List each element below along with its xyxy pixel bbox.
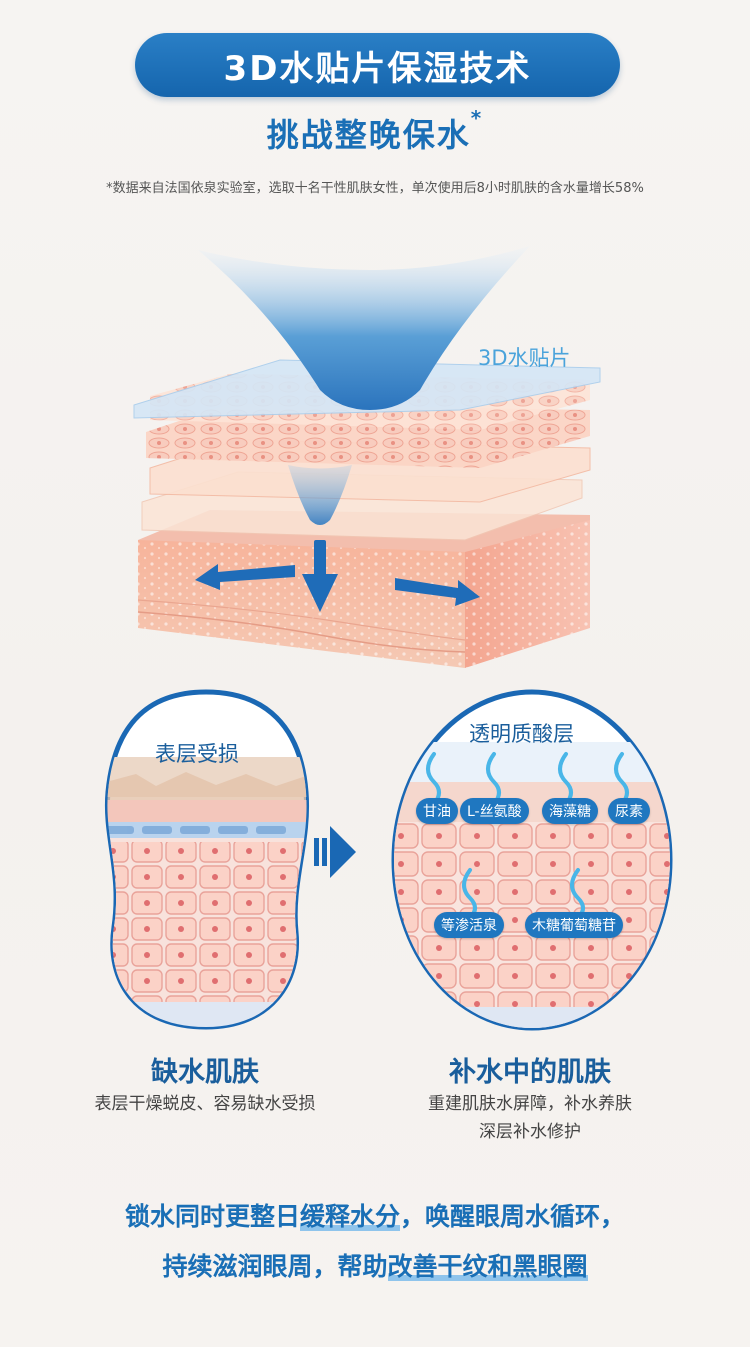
dry-skin-illustration bbox=[104, 689, 310, 1030]
hydrated-skin-title: 补水中的肌肤 bbox=[449, 1057, 611, 1088]
slogan: 锁水同时更整日缓释水分，唤醒眼周水循环， 持续滋润眼周，帮助改善干纹和黑眼圈 bbox=[0, 1192, 750, 1292]
hydrated-skin-illustration bbox=[391, 689, 673, 1031]
hyaluronic-layer-label: 透明质酸层 bbox=[469, 722, 574, 746]
ingredient-chip: 木糖葡萄糖苷 bbox=[525, 912, 623, 938]
footnote-mark: * bbox=[470, 106, 484, 130]
water-patch-label: 3D水贴片 bbox=[478, 346, 571, 370]
slogan-line-2: 持续滋润眼周，帮助改善干纹和黑眼圈 bbox=[162, 1252, 588, 1281]
slogan-highlight: 缓释水分 bbox=[299, 1202, 400, 1231]
footnote-text: *数据来自法国依泉实验室，选取十名干性肌肤女性，单次使用后8小时肌肤的含水量增长… bbox=[106, 181, 644, 196]
ingredient-chip: 海藻糖 bbox=[542, 798, 598, 824]
skin-layers-illustration bbox=[133, 246, 601, 668]
dry-skin-description: 表层干燥蜕皮、容易缺水受损 bbox=[94, 1094, 316, 1114]
diffusion-arrows bbox=[195, 540, 480, 612]
water-flow-funnel bbox=[198, 246, 530, 410]
page-title: 3D水贴片保湿技术 bbox=[223, 48, 532, 89]
slogan-highlight: 改善干纹和黑眼圈 bbox=[387, 1252, 588, 1281]
ingredient-chip: 甘油 bbox=[416, 798, 458, 824]
dry-skin-title: 缺水肌肤 bbox=[151, 1057, 259, 1088]
hydrated-skin-description-line2: 深层补水修护 bbox=[479, 1122, 581, 1142]
ingredient-chip: 等渗活泉 bbox=[434, 912, 504, 938]
subtitle: 挑战整晚保水* bbox=[266, 106, 484, 154]
slogan-line-1: 锁水同时更整日缓释水分，唤醒眼周水循环， bbox=[124, 1202, 626, 1231]
hydrated-skin-description-line1: 重建肌肤水屏障，补水养肤 bbox=[428, 1094, 632, 1114]
ingredient-chip: L-丝氨酸 bbox=[460, 798, 529, 824]
title-banner: 3D水贴片保湿技术 bbox=[135, 33, 620, 97]
damaged-layer-label: 表层受损 bbox=[155, 742, 239, 766]
ingredient-chip: 尿素 bbox=[608, 798, 650, 824]
transition-arrow-icon bbox=[314, 826, 356, 878]
